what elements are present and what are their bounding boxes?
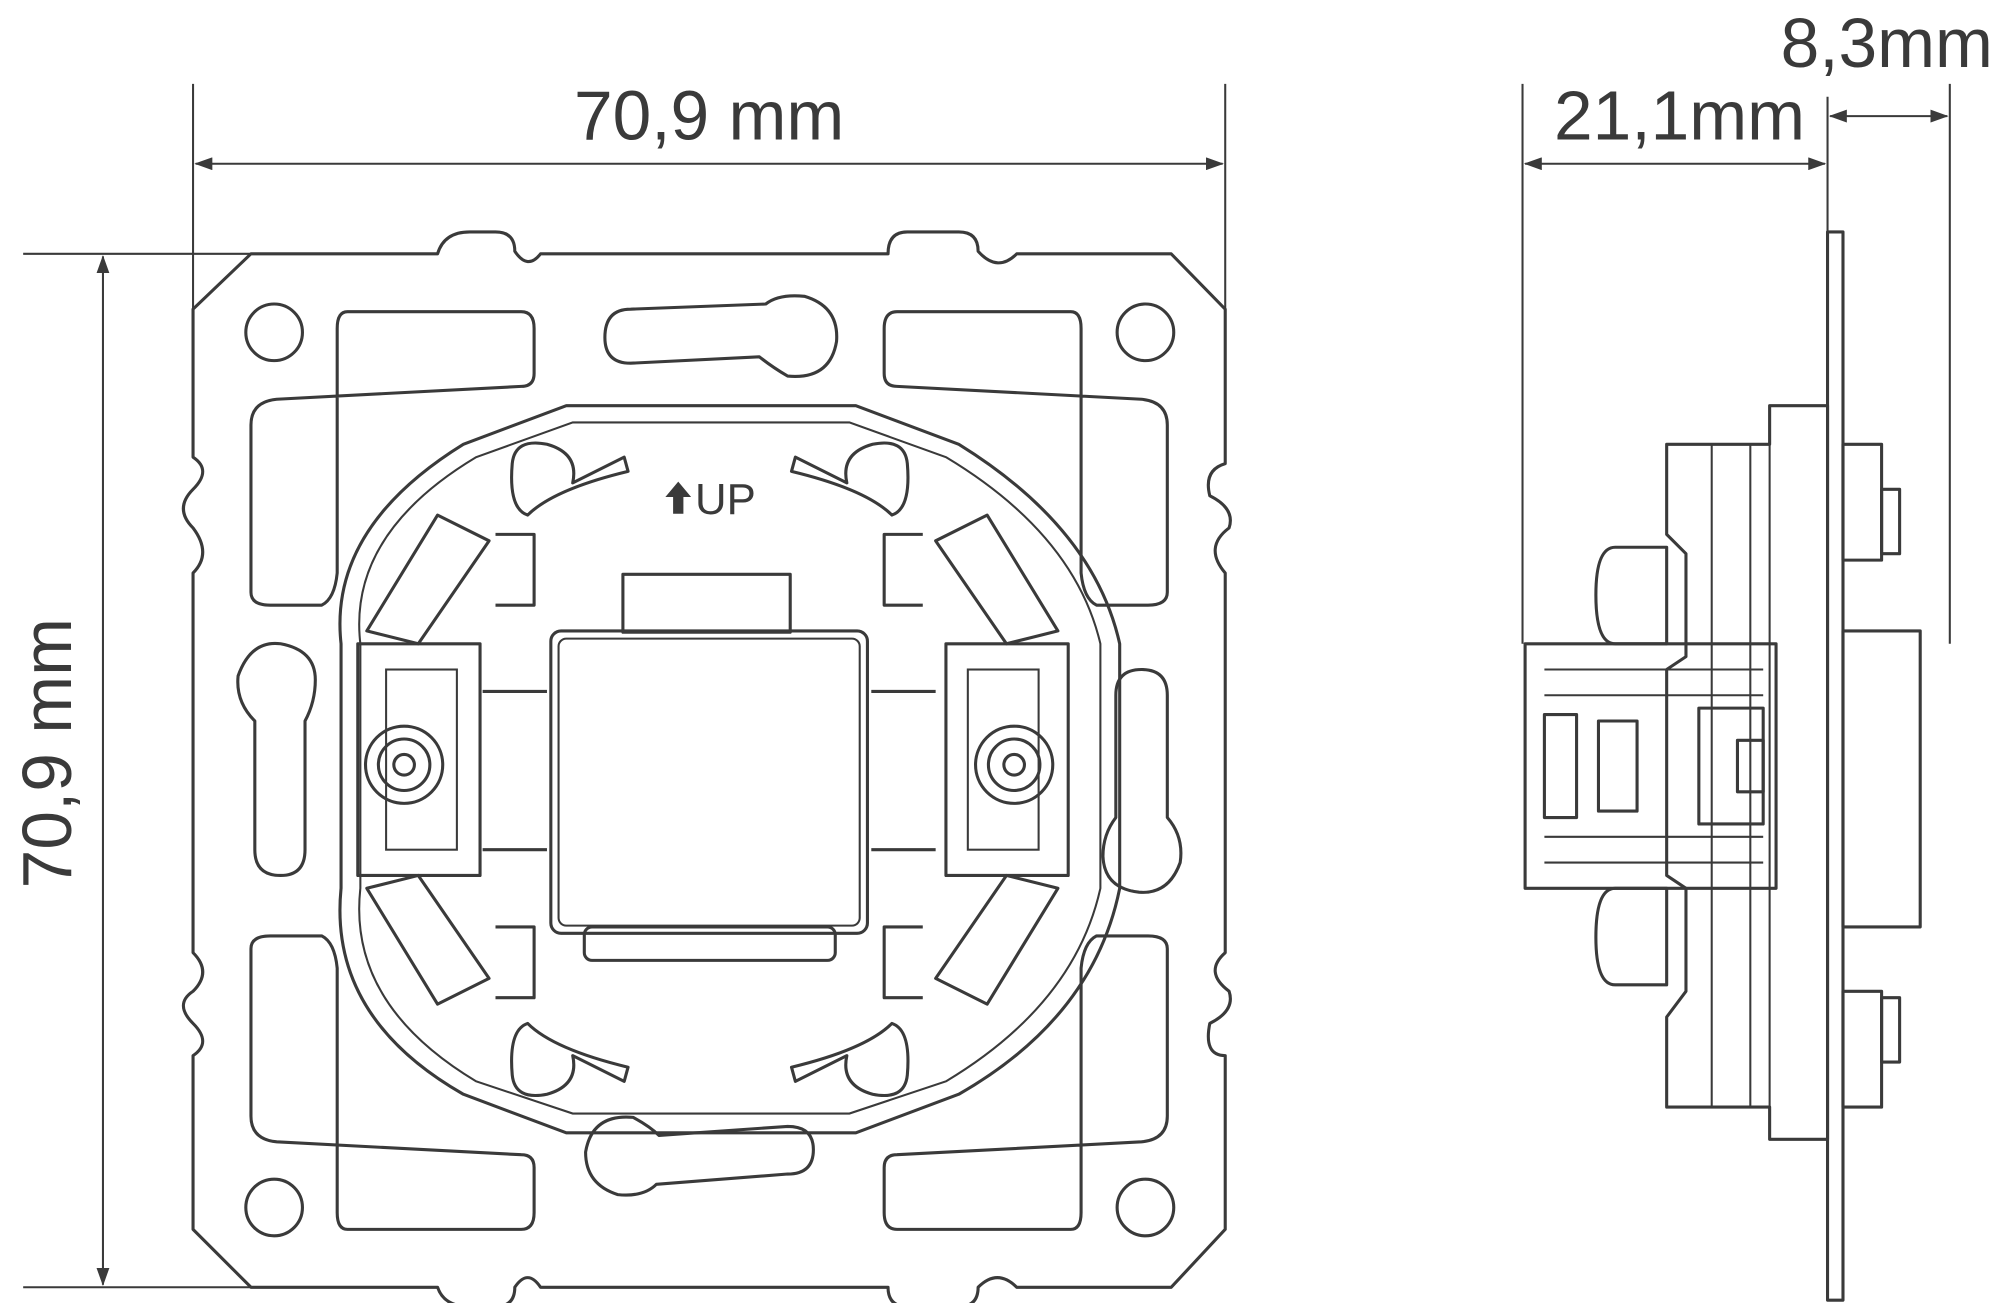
up-label: UP (695, 475, 756, 524)
side-view: 21,1mm 8,3mm (1521, 4, 1993, 1302)
side-terminal (1523, 642, 1778, 890)
clip (789, 441, 910, 517)
depth-dimension: 21,1mm (1521, 76, 1829, 644)
keyhole-slot-bottom (584, 1115, 815, 1197)
up-indicator: UP (665, 475, 756, 524)
plate-window (249, 310, 536, 607)
height-label: 70,9 mm (8, 618, 86, 888)
screw-right (974, 724, 1055, 805)
clip (510, 441, 630, 517)
mounting-plate (181, 230, 1232, 1303)
keyhole-slot-left (236, 641, 317, 877)
depth-label: 21,1mm (1554, 76, 1805, 154)
front-depth-label: 8,3mm (1781, 4, 1993, 82)
pin-top (1594, 545, 1669, 646)
terminal-left (356, 642, 482, 877)
rocker-bottom-tab (582, 925, 837, 962)
width-dimension: 70,9 mm (192, 76, 1227, 316)
corner-hole (244, 1177, 304, 1238)
mechanism-body (338, 404, 1122, 1135)
front-face (1841, 629, 1922, 929)
keyhole-slot-right (1101, 667, 1183, 894)
screw-left (363, 724, 445, 805)
rocker-button (549, 629, 869, 935)
arrow-up-icon (665, 481, 692, 514)
corner-hole (1115, 302, 1176, 363)
front-depth-dimension: 8,3mm (1781, 4, 1993, 644)
keyhole-slot-top (603, 294, 839, 378)
corner-hole (1115, 1177, 1176, 1238)
plate-window (249, 934, 536, 1231)
height-dimension: 70,9 mm (8, 252, 251, 1289)
pin-bottom (1594, 886, 1669, 987)
rocker-top-tab (621, 572, 792, 634)
corner-hole (244, 302, 304, 363)
front-view: 70,9 mm 70,9 mm (8, 76, 1232, 1303)
width-label: 70,9 mm (574, 76, 844, 154)
clip (789, 1021, 910, 1097)
clip (510, 1021, 630, 1097)
plate-window (882, 310, 1169, 607)
plate-window (882, 934, 1169, 1231)
side-body (1665, 404, 1830, 1141)
plate-edge (1825, 230, 1845, 1302)
